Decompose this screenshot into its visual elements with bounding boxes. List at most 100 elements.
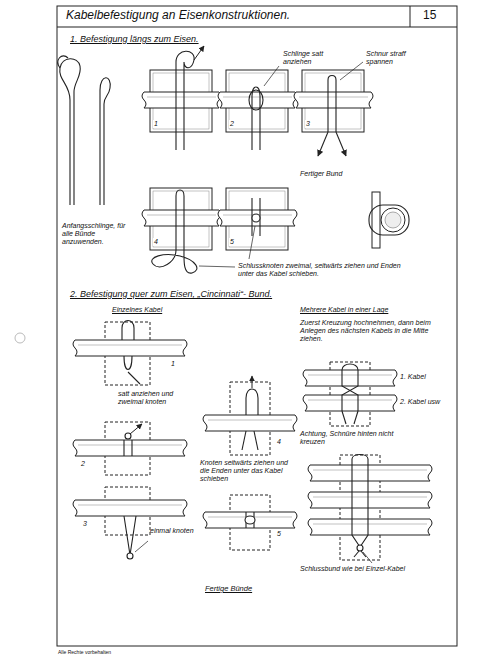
subheading: Mehrere Kabel in einer Lage	[300, 306, 388, 314]
cable	[308, 519, 432, 535]
cable	[303, 370, 397, 386]
cable	[203, 415, 297, 431]
starting-loop	[58, 56, 110, 205]
cord	[123, 440, 124, 456]
callout-number: 3	[82, 520, 88, 528]
pull-arrow	[130, 424, 142, 434]
pull-arrow	[336, 132, 346, 156]
iron-section	[372, 192, 380, 248]
note: Anfangsschlinge, für alle Bünde anzuwend…	[62, 222, 132, 246]
cord	[242, 431, 246, 450]
cable-label: 1. Kabel	[400, 373, 426, 381]
cord	[252, 87, 260, 150]
page-border	[57, 6, 457, 646]
knot	[127, 553, 133, 559]
callout-number: 5	[229, 238, 235, 246]
iron-and-cable	[218, 188, 297, 250]
cord-loop	[249, 90, 263, 110]
pull-arrow	[318, 132, 328, 156]
cord-end	[354, 411, 358, 424]
note: Schlussbund wie bei Einzel-Kabel	[300, 565, 405, 573]
iron-and-cable	[294, 70, 373, 132]
callout-number: 1	[153, 120, 159, 128]
knot	[245, 516, 255, 524]
leader-line	[340, 62, 363, 80]
leader-line	[135, 541, 148, 552]
cord	[352, 455, 368, 460]
figure-1-3	[294, 62, 373, 156]
figure-2-3	[73, 487, 187, 559]
cable	[308, 465, 432, 481]
leader-line	[199, 266, 235, 267]
figure-1-2	[218, 66, 297, 150]
cord	[352, 459, 360, 547]
leader-line	[363, 552, 372, 563]
page-title: Kabelbefestigung an Eisenkonstruktionen.	[66, 9, 290, 23]
cable	[73, 440, 187, 456]
figure-multi-top	[303, 362, 397, 426]
cord-end	[128, 372, 140, 384]
cord	[246, 389, 258, 415]
header-divider	[410, 6, 411, 27]
iron-and-cable	[218, 70, 297, 132]
note: satt anziehen und zweimal knoten	[118, 390, 178, 406]
cord-end	[361, 551, 366, 557]
figure-2-4	[203, 376, 297, 455]
note: Knoten seitwärts ziehen und die Enden un…	[200, 459, 295, 483]
page-frame	[57, 6, 457, 646]
section-heading: 2. Befestigung quer zum Eisen, „Cincinna…	[70, 289, 272, 299]
punch-hole	[15, 333, 25, 343]
note: Zuerst Kreuzung hochnehmen, dann beim An…	[300, 319, 435, 343]
callout-number: 2	[80, 460, 86, 468]
header-rule	[57, 26, 457, 27]
cable	[303, 395, 397, 411]
leader-line	[249, 226, 255, 259]
iron-and-cable	[142, 188, 221, 250]
callout-number: 4	[276, 438, 282, 446]
cable	[308, 492, 432, 508]
cord	[100, 78, 110, 205]
figure-2-1	[73, 321, 187, 386]
callout-number: 3	[305, 120, 311, 128]
cord	[124, 356, 132, 370]
note: Schlussknoten zweimal, seitwärts ziehen …	[238, 262, 418, 278]
knot	[252, 214, 260, 222]
cord	[176, 51, 194, 150]
cable	[203, 512, 297, 528]
subheading: Einzelnes Kabel	[112, 306, 162, 314]
cord	[60, 59, 81, 205]
note: Achtung, Schnüre hinten nicht kreuzen	[300, 430, 405, 446]
figure-2-2	[73, 422, 187, 475]
knot	[357, 545, 363, 551]
cable	[73, 340, 187, 356]
cord	[342, 370, 358, 411]
leader-line	[264, 66, 279, 86]
cord	[328, 76, 336, 133]
figure-1-4	[142, 188, 235, 273]
cord	[122, 321, 134, 341]
cord	[58, 56, 68, 68]
callout-number: 4	[153, 238, 159, 246]
cord	[131, 440, 132, 456]
cable-core	[385, 212, 401, 228]
cable-label: 2. Kabel usw	[400, 398, 440, 406]
callout-number: 5	[276, 530, 282, 538]
cord	[254, 431, 258, 450]
cord	[342, 364, 358, 370]
cord	[342, 370, 358, 411]
figure-multi-bottom	[308, 455, 432, 564]
footer: Alle Rechte vorbehalten	[58, 650, 111, 656]
cable	[73, 500, 187, 516]
section-heading: 1. Befestigung längs zum Eisen.	[70, 34, 199, 44]
figure-1-1	[142, 46, 221, 150]
note: Fertiger Bund	[300, 170, 342, 178]
cross-section	[369, 192, 409, 248]
pull-arrow	[252, 376, 253, 388]
callout-number: 2	[229, 120, 235, 128]
cord	[124, 516, 136, 555]
page-number: 15	[423, 9, 436, 23]
cable-section	[381, 208, 405, 232]
iron-and-cable	[142, 70, 221, 132]
note: Schnur straff spannen	[366, 50, 420, 66]
